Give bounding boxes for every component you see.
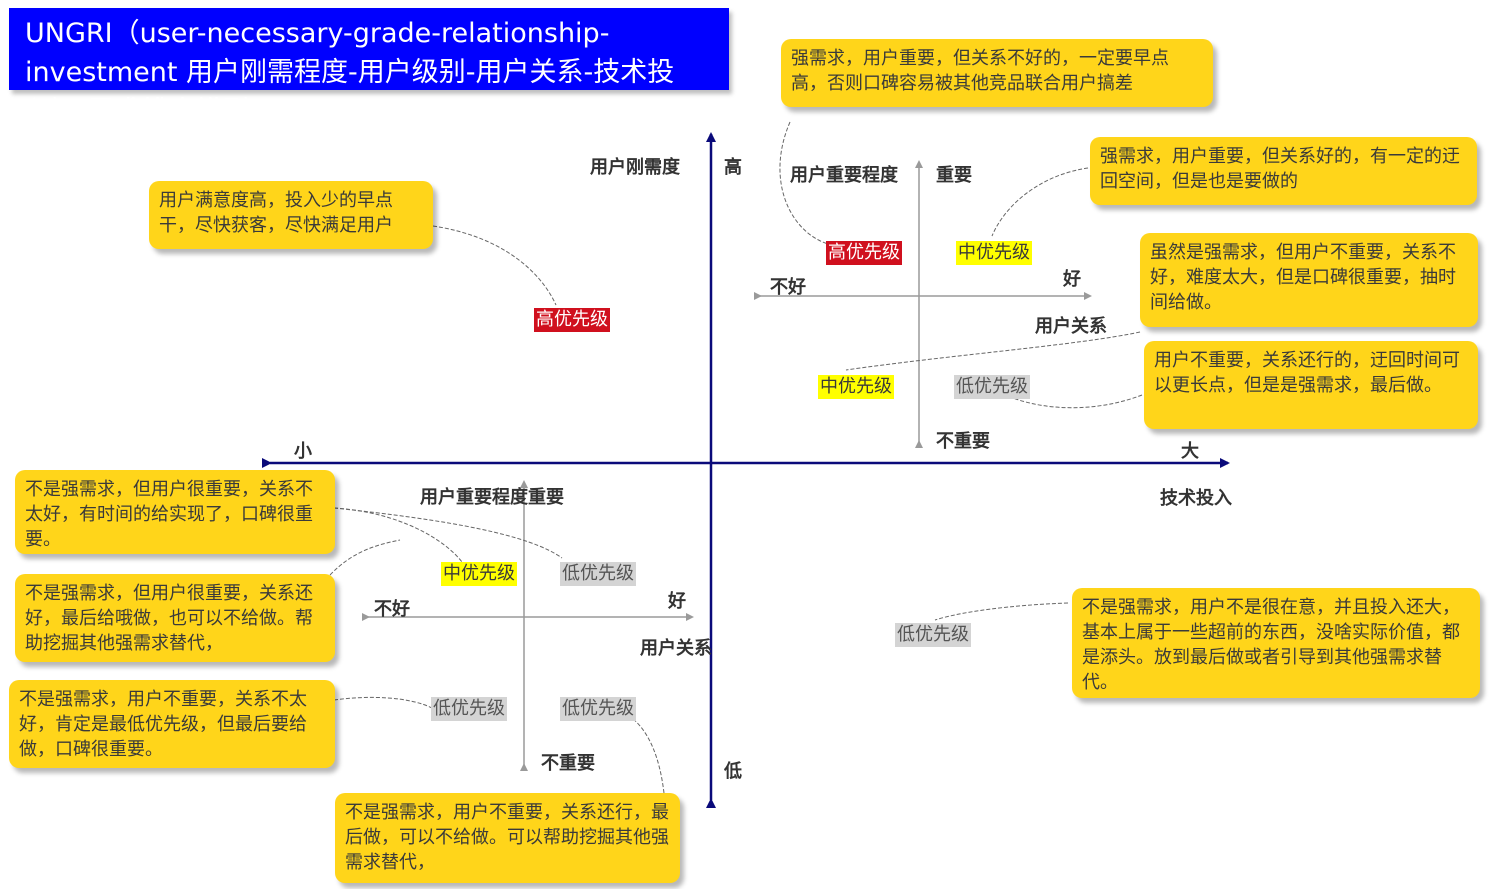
main-x-axis-label: 技术投入 [1160, 488, 1232, 509]
callout-tr-3: 虽然是强需求，但用户不重要，关系不好，难度太大，但是口碑很重要，抽时间给做。 [1140, 233, 1478, 327]
callout-bl-3: 不是强需求，用户不重要，关系不太好，肯定是最低优先级，但最后要给做，口碑很重要。 [9, 680, 335, 768]
main-y-axis-low: 低 [724, 761, 742, 782]
callout-tr-2: 强需求，用户重要，但关系好的，有一定的迂回空间，但是也是要做的 [1090, 137, 1477, 205]
tag-bl-low-priority-left: 低优先级 [431, 697, 507, 721]
tr-sub-y-top: 重要 [936, 165, 972, 186]
main-x-axis-large: 大 [1181, 441, 1199, 462]
callout-bl-2: 不是强需求，但用户很重要，关系还好，最后给哦做，也可以不给做。帮助挖掘其他强需求… [15, 574, 335, 662]
tag-tr-high-priority: 高优先级 [826, 241, 902, 265]
callout-bl-1: 不是强需求，但用户很重要，关系不太好，有时间的给实现了，口碑很重要。 [15, 470, 335, 554]
tag-bl-low-priority-top: 低优先级 [560, 562, 636, 586]
tr-sub-x-left: 不好 [770, 277, 806, 298]
tag-tr-mid-priority-top: 中优先级 [956, 241, 1032, 265]
diagram-title: UNGRI（user-necessary-grade-relationship-… [9, 8, 729, 127]
callout-bl-4: 不是强需求，用户不重要，关系还行，最后做，可以不给做。可以帮助挖掘其他强需求替代… [335, 793, 680, 883]
connector-tr-3 [845, 331, 1141, 371]
callout-tr-1: 强需求，用户重要，但关系不好的，一定要早点高，否则口碑容易被其他竞品联合用户搞差 [781, 39, 1213, 107]
connector-tl [432, 225, 557, 306]
tag-tr-low-priority: 低优先级 [954, 375, 1030, 399]
tr-sub-y-label: 用户重要程度 [790, 165, 898, 186]
tag-br-low-priority: 低优先级 [895, 623, 971, 647]
tag-tl-high-priority: 高优先级 [534, 308, 610, 332]
tag-bl-low-priority-right: 低优先级 [560, 697, 636, 721]
bl-sub-x-right: 好 [668, 591, 686, 612]
tr-sub-y-bottom: 不重要 [936, 431, 990, 452]
bl-sub-y-label: 用户重要程度重要 [420, 487, 564, 508]
connector-br [934, 602, 1069, 621]
bl-sub-x-left: 不好 [374, 599, 410, 620]
tr-sub-x-label: 用户关系 [1035, 316, 1107, 337]
callout-br: 不是强需求，用户不是很在意，并且投入还大，基本上属于一些超前的东西，没啥实际价值… [1072, 588, 1480, 698]
connector-bl-2 [329, 539, 401, 576]
connector-tr-4 [995, 389, 1143, 409]
connector-tr-1 [779, 121, 829, 245]
connector-bl-1 [333, 507, 463, 563]
bl-sub-y-bottom: 不重要 [541, 753, 595, 774]
callout-tr-4: 用户不重要，关系还行的，迂回时间可以更长点，但是是强需求，最后做。 [1144, 341, 1478, 429]
main-y-axis-label: 用户刚需度 [590, 157, 680, 178]
callout-tl: 用户满意度高，投入少的早点干，尽快获客，尽快满足用户 [149, 181, 433, 249]
tag-tr-mid-priority-bottom: 中优先级 [818, 375, 894, 399]
main-x-axis-small: 小 [294, 441, 312, 462]
connector-bl-4 [627, 714, 665, 794]
tag-bl-mid-priority: 中优先级 [441, 562, 517, 586]
bl-sub-x-label: 用户关系 [640, 638, 712, 659]
connector-tr-2 [991, 167, 1089, 237]
main-y-axis-high: 高 [724, 157, 742, 178]
connector-bl-3 [333, 696, 433, 709]
connector-bl-1b [333, 507, 563, 559]
tr-sub-x-right: 好 [1063, 269, 1081, 290]
